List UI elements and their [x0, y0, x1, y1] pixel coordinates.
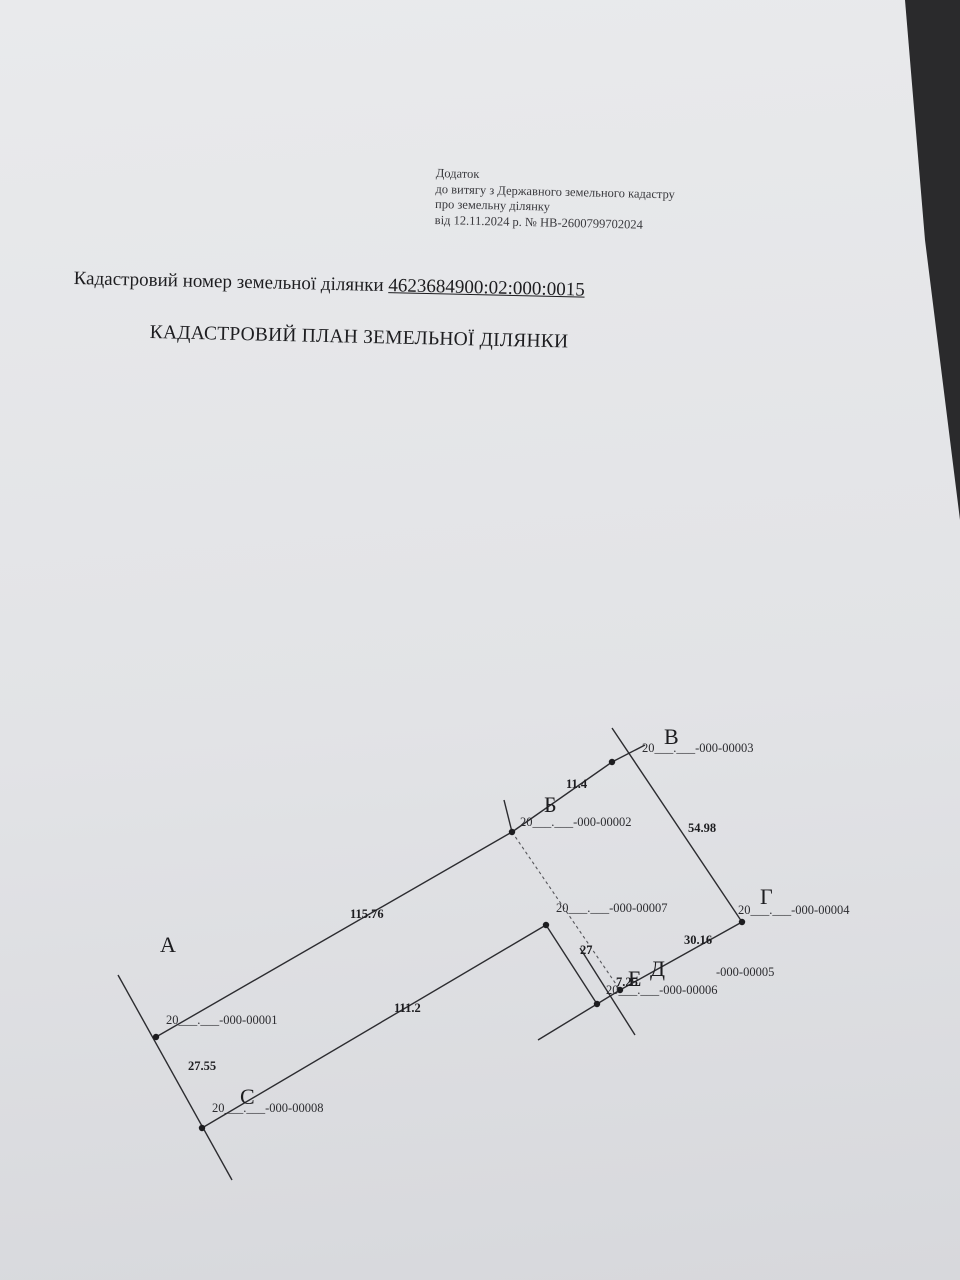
- vertex-e: [616, 986, 624, 994]
- boundary-a-b: [155, 831, 513, 1038]
- point-letter-g: Г: [760, 884, 773, 909]
- point-letter-d: Д: [650, 956, 665, 981]
- length-g-d: 30.16: [684, 933, 712, 947]
- boundary-zh-s: [201, 924, 547, 1129]
- point-code-b: 20___.___-000-00002: [520, 815, 631, 829]
- length-zh-s: 111.2: [394, 1001, 421, 1015]
- length-s-a: 27.55: [188, 1059, 216, 1073]
- point-letter-a: А: [160, 932, 176, 957]
- boundary-e-zh: [537, 989, 621, 1041]
- point-code-s: 20___.___-000-00008: [212, 1101, 323, 1115]
- boundary-g-e: [619, 921, 743, 991]
- point-code-v: 20___.___-000-00003: [642, 741, 753, 755]
- point-code-g: 20___.___-000-00004: [738, 903, 850, 917]
- boundary-s-a: [117, 974, 233, 1181]
- length-e-zh: 27: [580, 943, 593, 957]
- parcel-boundary: [117, 727, 743, 1181]
- extension-b: [503, 799, 513, 833]
- vertex-a: [152, 1033, 160, 1041]
- vertex-s: [198, 1124, 206, 1132]
- vertex-b: [508, 828, 516, 836]
- boundary-zh-inner: [545, 924, 598, 1005]
- boundary-v-g: [611, 727, 743, 923]
- point-letter-s: С: [240, 1084, 255, 1109]
- length-d-e: 7.25: [616, 975, 638, 989]
- boundary-e-d: [579, 947, 636, 1036]
- point-code-zh: 20___.___-000-00007: [556, 901, 667, 915]
- point-letter-v: В: [664, 724, 679, 749]
- length-v-g: 54.98: [688, 821, 716, 835]
- vertex-g: [738, 918, 746, 926]
- point-letter-b: Б: [544, 792, 557, 817]
- length-a-b: 115.76: [350, 907, 384, 921]
- point-code-d: -000-00005: [716, 965, 774, 979]
- point-letter-e: Е: [628, 966, 641, 991]
- point-code-a: 20___.___-000-00001: [166, 1013, 277, 1027]
- vertex-zh: [542, 921, 550, 929]
- boundary-b-v: [511, 761, 613, 833]
- length-b-v: 11.4: [566, 777, 588, 791]
- vertex-v: [608, 758, 616, 766]
- split-line-b: [511, 831, 621, 991]
- point-code-e: 20___.___-000-00006: [606, 983, 717, 997]
- vertex-inner: [593, 1000, 601, 1008]
